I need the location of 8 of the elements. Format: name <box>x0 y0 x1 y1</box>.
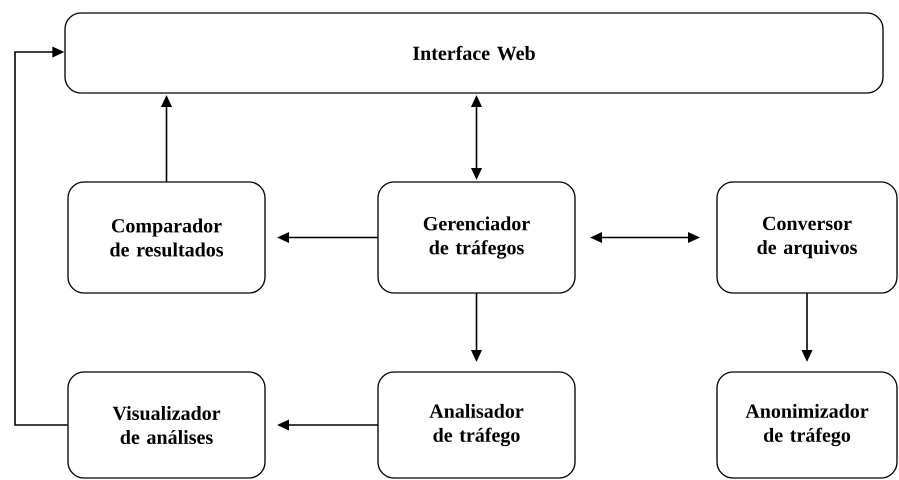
arrow <box>14 46 68 426</box>
process-box: Gerenciador de tráfegos <box>377 181 576 294</box>
process-box: Interface Web <box>64 12 884 94</box>
process-box: Analisador de tráfego <box>377 371 576 479</box>
process-box: Comparador de resultados <box>67 181 266 294</box>
process-box: Conversor de arquivos <box>716 181 898 294</box>
process-box: Visualizador de análises <box>67 371 266 479</box>
process-box: Anonimizador de tráfego <box>716 371 898 479</box>
